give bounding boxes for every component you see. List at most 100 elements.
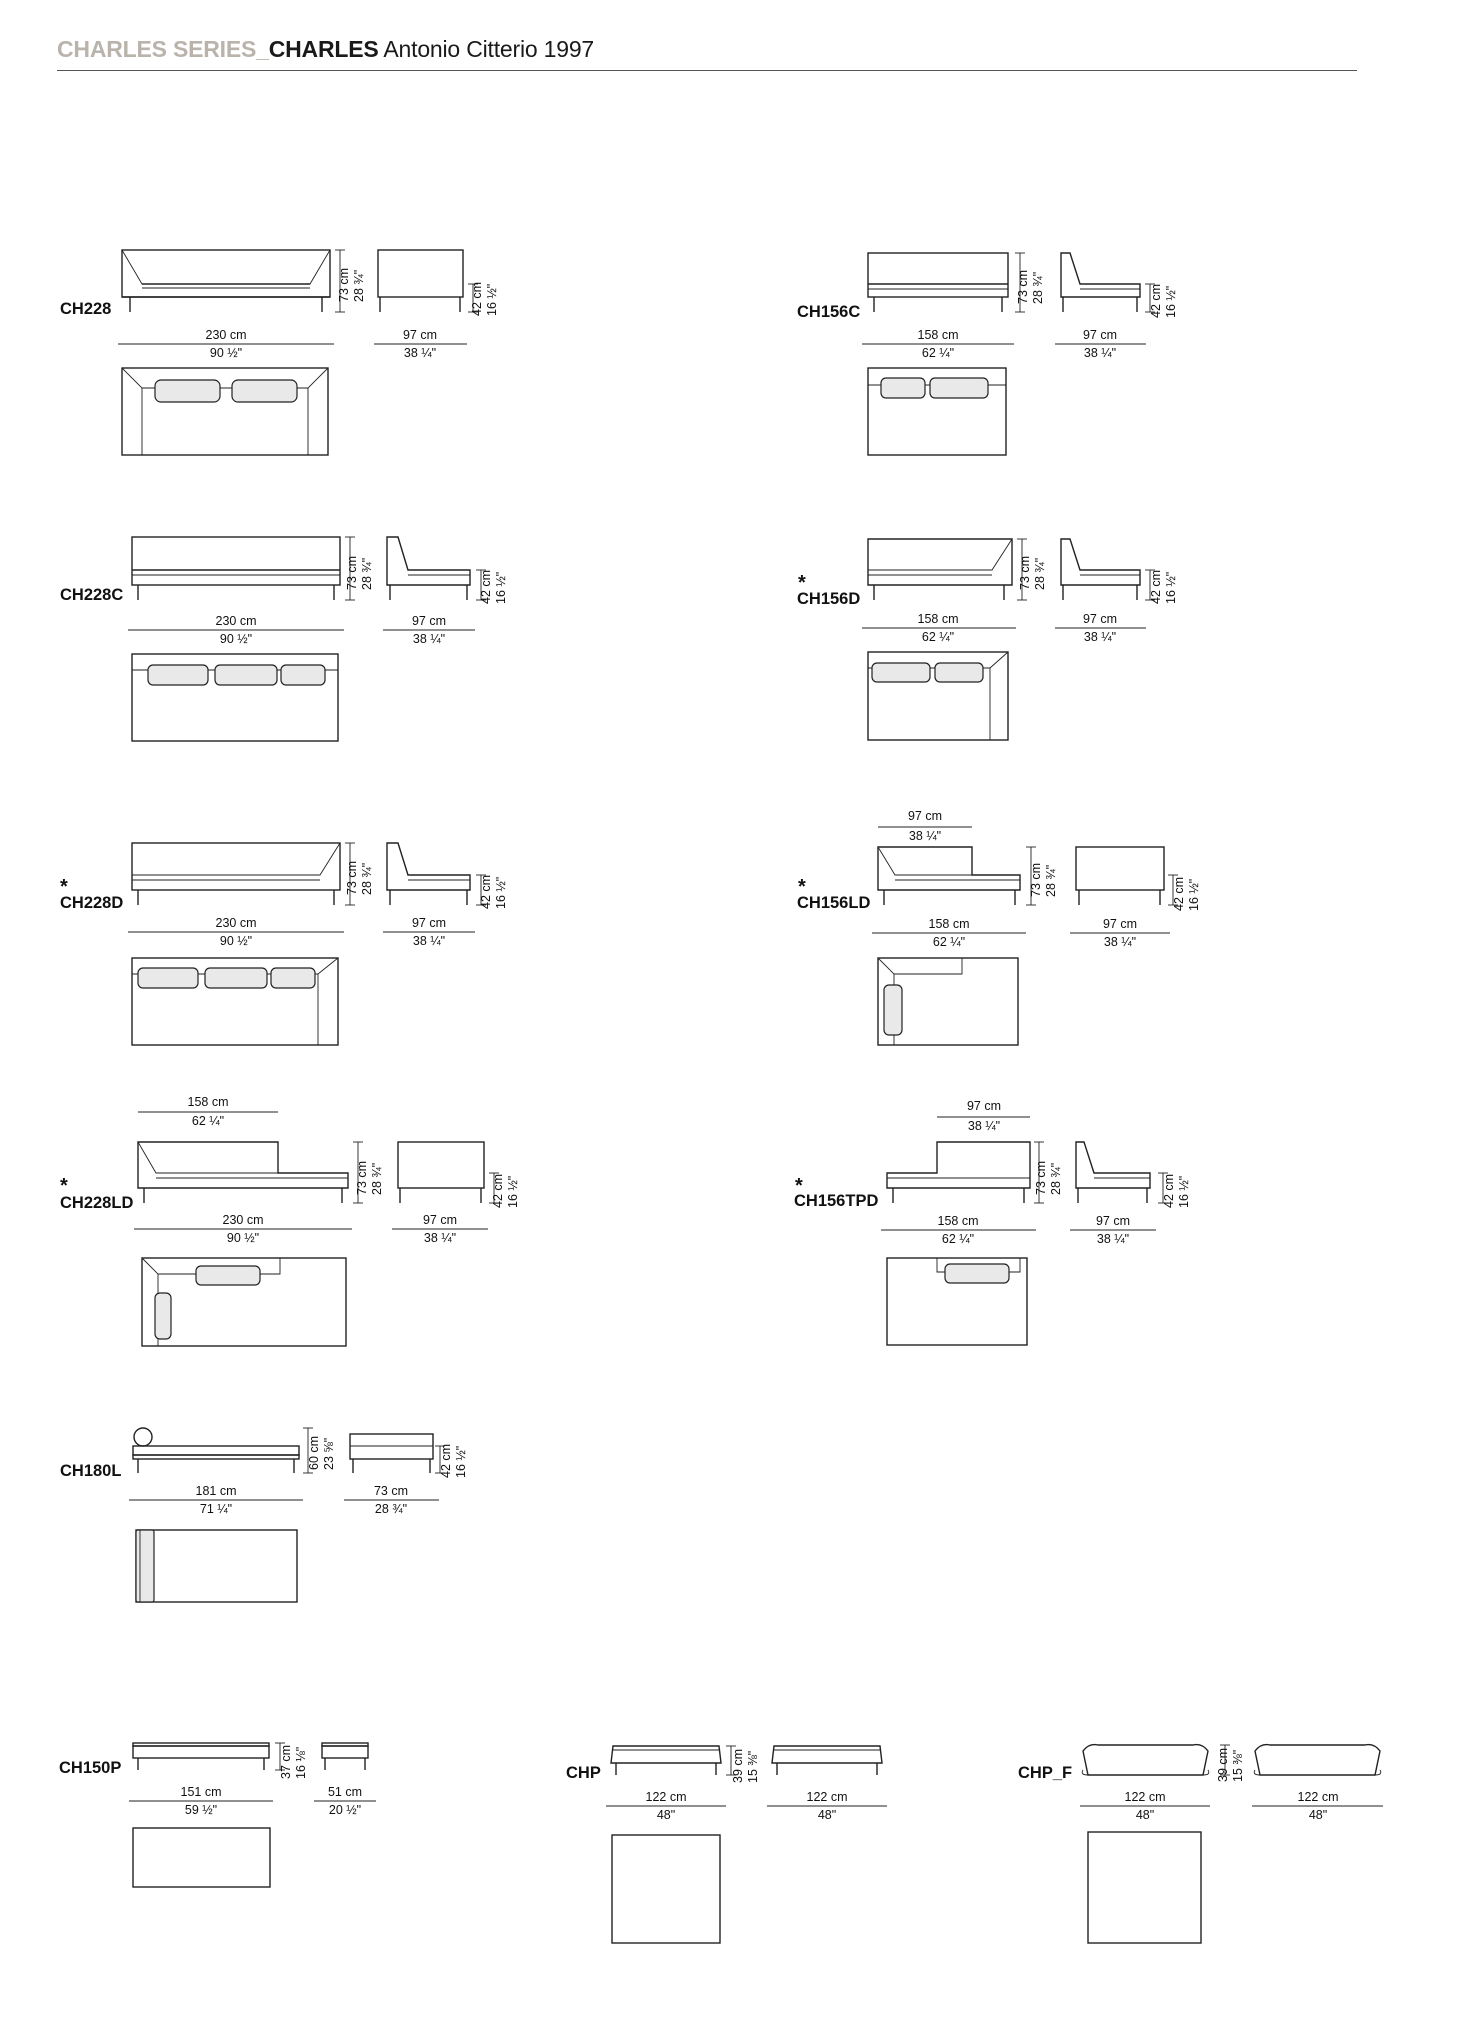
model-code: CH156TPD [794, 1192, 878, 1210]
depth-in: 38 ¼" [413, 934, 445, 948]
seat-height-cm: 42 cm [1149, 284, 1163, 318]
width-dim: 181 cm 71 ¼" [129, 1484, 303, 1516]
model-code: CH228C [60, 586, 123, 604]
height-in: 28 ¾" [370, 1163, 384, 1195]
depth-dim: 122 cm 48" [767, 1790, 887, 1822]
plan-view [877, 957, 1019, 1046]
height-cm: 73 cm [345, 861, 359, 895]
width-dim: 230 cm 90 ½" [118, 328, 334, 360]
model-ch156d: * CH156D 73 cm 28 ¾" 42 cm 16 ½" 158 cm … [797, 538, 1178, 741]
seat-height-in: 16 ½" [1187, 879, 1201, 911]
width-dim: 230 cm 90 ½" [128, 614, 344, 646]
width-cm: 158 cm [918, 328, 959, 342]
seat-height-dim: 42 cm 16 ½" [1145, 283, 1178, 318]
height-cm: 39 cm [731, 1749, 745, 1783]
width-in: 62 ¼" [933, 935, 965, 949]
height-in: 28 ¾" [1044, 865, 1058, 897]
width-dim: 158 cm 62 ¼" [862, 328, 1014, 360]
side-elevation [1075, 846, 1165, 905]
front-elevation [867, 252, 1009, 312]
seat-height-dim: 42 cm 16 ½" [1158, 1172, 1191, 1208]
model-chp-f: CHP_F 39 cm 15 ⅜" 122 cm 48" 122 cm 48" [1018, 1743, 1383, 1944]
model-ch228d: * CH228D 73 cm 28 ¾" 42 cm 16 ½" 230 cm … [60, 842, 508, 1046]
depth-cm: 97 cm [1096, 1214, 1130, 1228]
height-dim: 73 cm 28 ¾" [1015, 252, 1045, 313]
plan-view [886, 1257, 1028, 1346]
star-mark: * [60, 1175, 68, 1197]
seat-height-cm: 42 cm [470, 282, 484, 316]
height-cm: 73 cm [1016, 270, 1030, 304]
depth-dim: 51 cm 20 ½" [314, 1785, 376, 1817]
depth-cm: 97 cm [1083, 328, 1117, 342]
front-elevation [867, 538, 1013, 600]
height-dim: 73 cm 28 ¾" [1034, 1141, 1063, 1204]
depth-dim: 97 cm 38 ¼" [1055, 328, 1146, 360]
plan-view [131, 653, 339, 742]
model-code: CHP_F [1018, 1764, 1072, 1782]
height-dim: 73 cm 28 ¾" [335, 249, 366, 313]
front-elevation [137, 1141, 349, 1203]
seat-height-dim: 42 cm 16 ½" [1145, 569, 1178, 604]
top-width-in: 38 ¼" [909, 829, 941, 843]
side-elevation [397, 1141, 485, 1203]
width-dim: 230 cm 90 ½" [134, 1213, 352, 1245]
width-in: 90 ½" [220, 934, 252, 948]
front-elevation [886, 1141, 1031, 1203]
seat-height-cm: 42 cm [491, 1174, 505, 1208]
seat-height-dim: 42 cm 16 ½" [435, 1444, 468, 1478]
width-cm: 230 cm [216, 614, 257, 628]
height-in: 23 ⅝" [322, 1438, 336, 1470]
width-dim: 122 cm 48" [606, 1790, 726, 1822]
width-cm: 181 cm [196, 1484, 237, 1498]
height-dim: 73 cm 28 ¾" [345, 842, 374, 906]
depth-cm: 97 cm [403, 328, 437, 342]
height-in: 28 ¾" [360, 863, 374, 895]
star-mark: * [798, 572, 806, 594]
front-elevation [132, 1742, 270, 1770]
depth-in: 28 ¾" [375, 1502, 407, 1516]
plan-view [135, 1529, 298, 1603]
height-in: 16 ⅛" [294, 1747, 308, 1779]
width-in: 62 ¼" [922, 346, 954, 360]
seat-height-in: 16 ½" [454, 1446, 468, 1478]
depth-cm: 73 cm [374, 1484, 408, 1498]
side-elevation [1060, 252, 1141, 312]
seat-height-in: 16 ½" [494, 572, 508, 604]
seat-height-in: 16 ½" [1164, 286, 1178, 318]
width-in: 71 ¼" [200, 1502, 232, 1516]
plan-view [121, 367, 329, 456]
side-elevation [1060, 538, 1141, 600]
plan-view [867, 367, 1007, 456]
top-width-cm: 158 cm [188, 1095, 229, 1109]
depth-in: 38 ¼" [1084, 346, 1116, 360]
height-dim: 39 cm 15 ⅜" [1216, 1744, 1245, 1782]
plan-view [867, 651, 1009, 741]
top-width-cm: 97 cm [908, 809, 942, 823]
side-elevation [771, 1745, 883, 1775]
seat-height-dim: 42 cm 16 ½" [476, 874, 508, 909]
model-code: CH156D [797, 590, 860, 608]
height-in: 15 ⅜" [1231, 1750, 1245, 1782]
width-cm: 151 cm [181, 1785, 222, 1799]
front-elevation [610, 1745, 722, 1775]
depth-in: 38 ¼" [413, 632, 445, 646]
height-cm: 39 cm [1216, 1748, 1230, 1782]
height-cm: 73 cm [1018, 556, 1032, 590]
height-dim: 73 cm 28 ¾" [1017, 538, 1047, 601]
model-code: CH228 [60, 300, 111, 318]
depth-in: 38 ¼" [1084, 630, 1116, 644]
model-code: CH156LD [797, 894, 870, 912]
width-dim: 122 cm 48" [1080, 1790, 1210, 1822]
depth-in: 38 ¼" [1097, 1232, 1129, 1246]
page-header: CHARLES SERIES_CHARLES Antonio Citterio … [57, 36, 1357, 71]
depth-in: 38 ¼" [404, 346, 436, 360]
height-cm: 73 cm [345, 556, 359, 590]
depth-cm: 122 cm [1298, 1790, 1339, 1804]
height-in: 15 ⅜" [746, 1751, 760, 1783]
model-code: CH228D [60, 894, 123, 912]
model-code: CH150P [59, 1759, 121, 1777]
height-in: 28 ¾" [1049, 1163, 1063, 1195]
side-elevation [1075, 1141, 1151, 1203]
width-cm: 158 cm [929, 917, 970, 931]
plan-view [131, 957, 339, 1046]
